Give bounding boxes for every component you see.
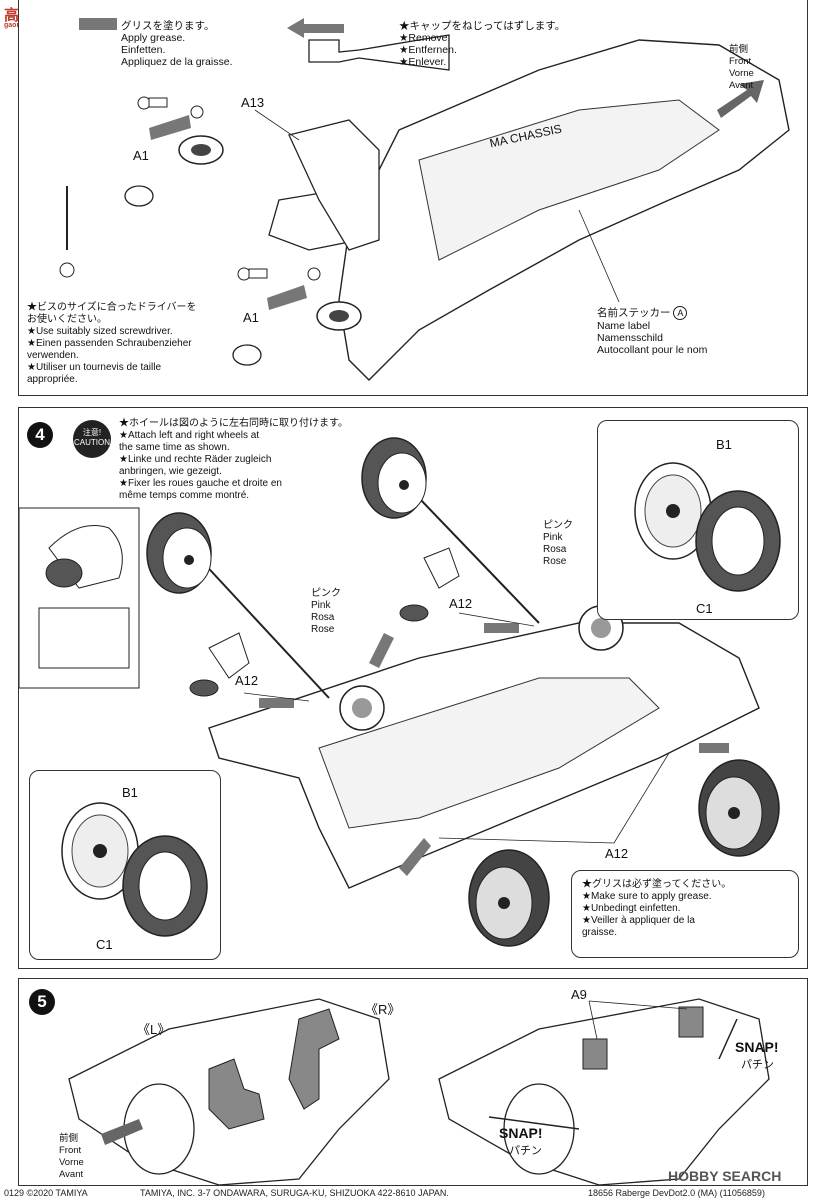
part-a9-left xyxy=(582,1038,608,1070)
left-arrow-icon xyxy=(287,18,304,38)
name-label-circle: A xyxy=(673,306,688,320)
wheel-attach-note: ★ホイールは図のように左右同時に取り付けます。 ★Attach left and… xyxy=(119,418,348,501)
step-5-panel: 5 《L》 《R》 A9 前側 Front Vorne Avant SNAP! … xyxy=(18,978,808,1186)
caution-text-jp: 注意! xyxy=(82,428,102,437)
snap-label-right: SNAP! xyxy=(735,1039,779,1055)
caution-text: CAUTION xyxy=(74,438,110,447)
inset-wheel-b1-c1-left: B1 C1 xyxy=(29,770,221,960)
footer-right: 18656 Raberge DevDot2.0 (MA) (11056859) xyxy=(588,1188,765,1198)
step-number-5: 5 xyxy=(29,989,55,1015)
axle-right xyxy=(418,497,540,624)
grease-note: グリスを塗ります。 Apply grease. Einfetten. Appli… xyxy=(121,20,233,68)
caution-badge: 注意!CAUTION xyxy=(73,420,111,458)
front-arrow-icon xyxy=(717,80,764,118)
right-part-mark: 《R》 xyxy=(365,1002,401,1017)
hobby-search-watermark: HOBBY SEARCH xyxy=(668,1168,782,1184)
snap-label-left-jp: パチン xyxy=(509,1145,542,1157)
chassis-right-view xyxy=(438,998,770,1185)
wheel-front-left xyxy=(146,512,212,594)
step-5-illustration xyxy=(68,998,770,1185)
step-4-panel: 4 注意!CAUTION ★ホイールは図のように左右同時に取り付けます。 ★At… xyxy=(18,407,808,969)
part-label-b1-left: B1 xyxy=(122,785,138,800)
front-arrow-icon xyxy=(101,1119,143,1145)
part-label-c1: C1 xyxy=(696,601,713,616)
part-label-a12-left: A12 xyxy=(235,673,259,688)
step-3-illustration xyxy=(59,18,790,381)
part-label-a1-bottom: A1 xyxy=(243,310,259,325)
part-label-a12-bottom: A12 xyxy=(605,846,629,861)
part-r-shape xyxy=(288,1008,340,1110)
grease-arrow xyxy=(79,18,117,30)
part-a13-shape xyxy=(288,119,380,251)
left-part-mark: 《L》 xyxy=(137,1022,171,1037)
footer-left: 0129 ©2020 TAMIYA xyxy=(4,1188,88,1198)
footer: 0129 ©2020 TAMIYA TAMIYA, INC. 3-7 ONDAW… xyxy=(0,1188,825,1200)
part-label-c1-left: C1 xyxy=(96,937,113,952)
front-label: 前側 Front Vorne Avant xyxy=(729,44,754,91)
pink-gear-label-left: ピンク Pink Rosa Rose xyxy=(311,588,341,635)
inset-wheel-b1-c1-right: B1 C1 xyxy=(597,420,799,620)
step-4-illustration xyxy=(19,437,780,947)
grease-tube xyxy=(308,34,450,71)
grease-note-box: ★グリスは必ず塗ってください。 ★Make sure to apply grea… xyxy=(571,870,799,958)
part-label-a12-middle: A12 xyxy=(449,596,473,611)
wheel-front-right xyxy=(361,437,427,519)
part-label-b1: B1 xyxy=(716,437,732,452)
name-label-note: Name label Namensschild Autocollant pour… xyxy=(597,320,708,356)
grease-required-note: ★グリスは必ず塗ってください。 ★Make sure to apply grea… xyxy=(582,879,732,938)
pink-gear-label-right: ピンク Pink Rosa Rose xyxy=(543,520,573,567)
part-label-a9: A9 xyxy=(571,987,587,1002)
part-l-shape xyxy=(208,1058,265,1130)
snap-label-right-jp: パチン xyxy=(741,1059,774,1071)
part-label-a1-top: A1 xyxy=(133,148,149,163)
part-label-a13: A13 xyxy=(241,95,265,110)
part-a9-right xyxy=(678,1006,704,1038)
name-label-title: 名前ステッカー A xyxy=(597,306,688,320)
snap-label-left: SNAP! xyxy=(499,1125,543,1141)
wheel-rear-left xyxy=(468,849,550,947)
footer-center: TAMIYA, INC. 3-7 ONDAWARA, SURUGA-KU, SH… xyxy=(140,1188,449,1198)
screwdriver-note: ★ビスのサイズに合ったドライバーを お使いください。 ★Use suitably… xyxy=(27,302,197,385)
remove-cap-note: ★キャップをねじってはずします。 ★Remove. ★Entfernen. ★E… xyxy=(399,20,566,68)
step-number-4: 4 xyxy=(27,422,53,448)
front-label-step5: 前側 Front Vorne Avant xyxy=(59,1133,84,1180)
step-3-panel: グリスを塗ります。 Apply grease. Einfetten. Appli… xyxy=(18,0,808,396)
chassis-outline xyxy=(338,39,790,381)
axle-left xyxy=(198,557,330,699)
wheel-rear-right xyxy=(698,759,780,857)
